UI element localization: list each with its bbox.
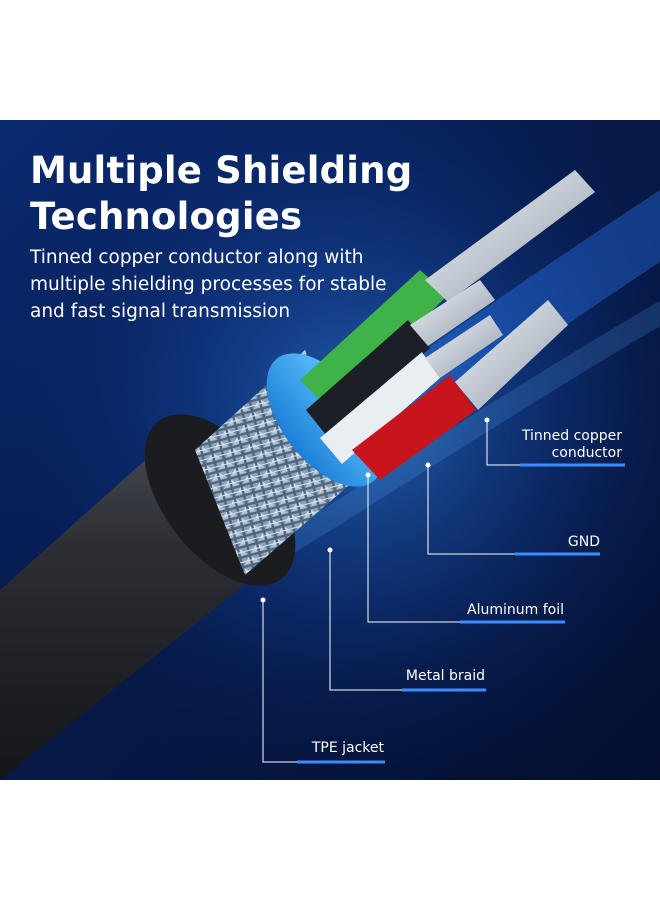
label-conductor-line-2: conductor [551,445,622,461]
callout-dot [484,417,490,423]
copper-strands [425,170,595,302]
wire-white [320,352,440,464]
description-line-2: multiple shielding processes for stable [30,274,387,295]
copper-strands [455,300,568,410]
callout-dot [327,547,333,553]
label-conductor-line-1: Tinned copper [521,428,622,444]
label-gnd: GND [567,534,600,550]
description-line-3: and fast signal transmission [30,301,291,322]
description-line-1: Tinned copper conductor along with [30,247,364,268]
cable-illustration [0,120,660,780]
copper-strands [410,280,495,346]
headline-line-1: Multiple Shielding [30,149,413,192]
label-tpe-jacket: TPE jacket [311,740,384,756]
headline-line-2: Technologies [30,195,303,238]
callout-dot [425,462,431,468]
description: Tinned copper conductor along with multip… [30,244,387,325]
label-metal-braid: Metal braid [405,668,485,684]
wire-black [306,320,430,440]
wire-red [352,375,476,480]
copper-strands [425,315,503,378]
label-aluminum-foil: Aluminum foil [467,602,564,618]
callout-dot [365,472,371,478]
callout-dot [260,597,266,603]
wire-green [300,270,448,410]
